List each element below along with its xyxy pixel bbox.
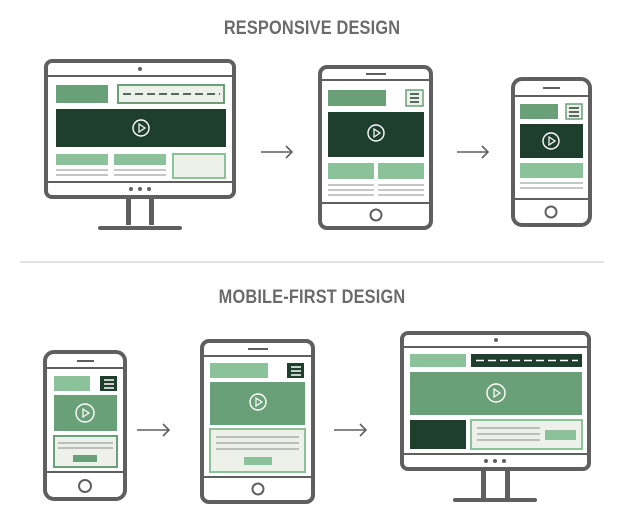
desktop-stand-leg: [505, 471, 510, 498]
content-panel: [209, 428, 306, 473]
desktop-device: [400, 331, 591, 502]
desktop-stand-leg: [126, 199, 131, 225]
play-icon: [542, 132, 560, 150]
cta-button-shape: [244, 457, 272, 465]
logo-block: [210, 363, 268, 378]
home-button-icon: [251, 482, 265, 496]
desktop-stand-leg: [481, 471, 486, 498]
content-card: [56, 154, 108, 165]
status-dot-icon: [493, 459, 497, 463]
arrow-right-icon: [457, 145, 490, 159]
logo-block: [328, 90, 386, 106]
phone-device: [511, 77, 592, 227]
logo-block: [520, 104, 558, 119]
arrow-right-icon: [334, 423, 368, 437]
content-card: [378, 163, 424, 179]
desktop-stand-base: [453, 498, 537, 502]
feature-block: [410, 420, 466, 449]
content-card: [520, 163, 583, 178]
status-dot-icon: [147, 187, 151, 191]
camera-dot-icon: [138, 67, 142, 71]
sidebar-panel: [172, 153, 226, 179]
cta-button-shape: [545, 430, 576, 440]
hero-video: [56, 109, 226, 147]
desktop-stand-leg: [149, 199, 154, 225]
status-dot-icon: [138, 187, 142, 191]
play-icon: [486, 383, 506, 403]
hero-video: [410, 372, 582, 415]
content-card: [328, 163, 374, 179]
logo-block: [56, 85, 108, 103]
play-icon: [132, 119, 150, 137]
hero-video: [210, 382, 305, 425]
content-panel: [53, 435, 118, 468]
desktop-device: [44, 59, 236, 230]
status-dot-icon: [484, 459, 488, 463]
play-icon: [367, 124, 385, 142]
hero-video: [54, 395, 117, 431]
section-heading-mobile-first: MOBILE-FIRST DESIGN: [218, 287, 406, 308]
home-button-icon: [544, 205, 558, 219]
play-icon: [249, 393, 267, 411]
logo-block: [54, 376, 90, 391]
section-heading-responsive: RESPONSIVE DESIGN: [223, 18, 401, 39]
play-icon: [75, 403, 95, 423]
logo-block: [410, 354, 466, 367]
home-button-icon: [369, 208, 383, 222]
tablet-device: [318, 65, 433, 230]
cta-button-shape: [73, 455, 97, 462]
phone-device: [43, 350, 127, 501]
home-button-icon: [78, 479, 92, 493]
arrow-right-icon: [137, 423, 171, 437]
status-dot-icon: [129, 187, 133, 191]
hero-video: [328, 112, 424, 157]
camera-dot-icon: [494, 338, 498, 342]
desktop-stand-base: [98, 226, 182, 230]
status-dot-icon: [502, 459, 506, 463]
arrow-right-icon: [261, 145, 294, 159]
content-card: [114, 154, 166, 165]
hero-video: [520, 124, 583, 158]
tablet-device: [200, 339, 315, 504]
